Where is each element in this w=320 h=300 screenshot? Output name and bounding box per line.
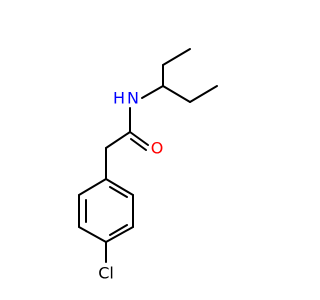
atom-labels: N H O Cl — [98, 89, 163, 283]
ring-inner-2 — [109, 224, 128, 236]
ring-bond-6 — [105, 178, 134, 196]
bonds — [78, 48, 218, 263]
ring-bond-3 — [78, 226, 107, 243]
bond-ch2-ch3-lower — [189, 85, 218, 103]
bond-c-ch2 — [105, 131, 131, 149]
ring-inner-3 — [109, 186, 128, 198]
oxygen-label: O — [151, 139, 164, 158]
hydrogen-label: H — [113, 89, 125, 108]
bond-ch-ch2-lower — [162, 85, 191, 103]
ring-bond-4 — [105, 226, 134, 243]
bond-c-o-2 — [130, 138, 147, 151]
structure-svg: N H O Cl — [78, 48, 218, 283]
nitrogen-label: N — [127, 89, 139, 108]
bond-ch3-ch2-upper — [162, 48, 191, 66]
bond-c-o-1 — [129, 131, 149, 146]
bond-ch-n — [141, 85, 164, 99]
molecule-diagram: N H O Cl — [78, 48, 218, 283]
chlorine-label: Cl — [98, 264, 114, 283]
ring-bond-1 — [78, 178, 107, 196]
